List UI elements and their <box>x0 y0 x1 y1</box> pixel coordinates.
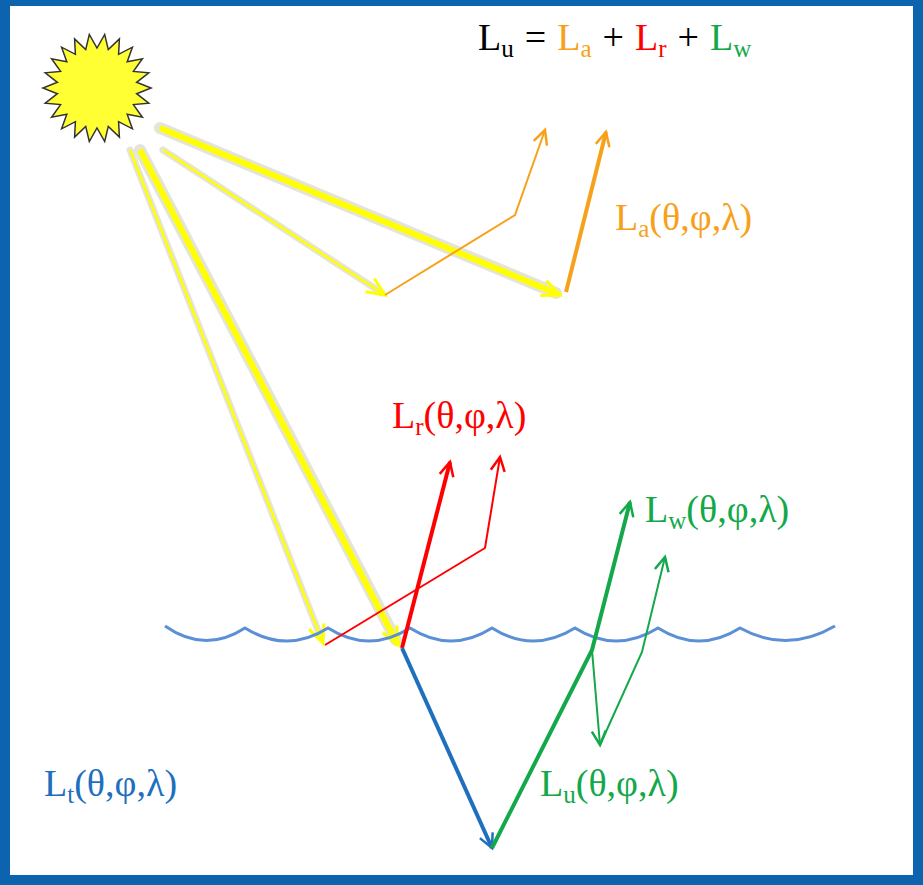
radiance-label: Lu(θ,φ,λ) <box>540 760 679 811</box>
subscript: a <box>638 215 649 242</box>
transmitted-ray <box>402 648 492 848</box>
sun-rays <box>130 128 560 645</box>
equation-term: + <box>603 14 624 60</box>
surface-reflection <box>325 457 500 648</box>
atmospheric-path <box>385 130 606 295</box>
equation-term: + <box>678 14 699 60</box>
equation-term: Lw <box>710 14 751 65</box>
water-surface <box>165 626 835 641</box>
subscript: r <box>658 35 666 62</box>
white-panel <box>10 6 913 875</box>
subscript: t <box>67 781 74 808</box>
equation-term: Lr <box>635 14 667 65</box>
subscript: w <box>733 35 751 62</box>
subscript: u <box>563 781 576 808</box>
subscript: u <box>501 35 514 62</box>
radiance-label: Lt(θ,φ,λ) <box>44 760 177 811</box>
subscript: r <box>415 413 423 440</box>
sun-icon <box>43 35 151 142</box>
equation-row: Lu=La+Lr+Lw <box>478 14 751 65</box>
radiance-label: Lw(θ,φ,λ) <box>645 486 789 537</box>
radiance-label: La(θ,φ,λ) <box>615 194 752 245</box>
radiance-label: Lr(θ,φ,λ) <box>392 392 526 443</box>
equation-term: = <box>525 14 546 60</box>
subscript: w <box>668 507 686 534</box>
equation-term: La <box>557 14 591 65</box>
subscript: a <box>580 35 591 62</box>
equation-term: Lu <box>478 14 514 65</box>
